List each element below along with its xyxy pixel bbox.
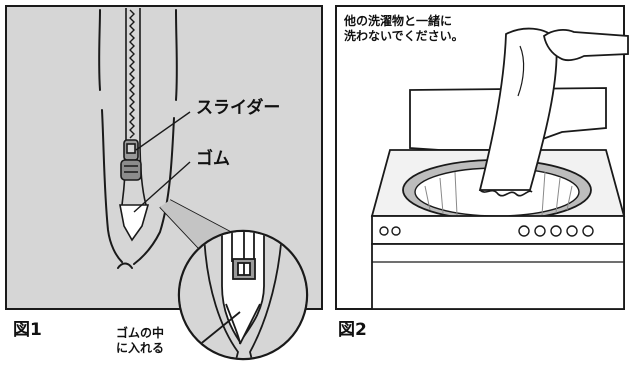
panel-2 [335,5,629,310]
slider-label: スライダー [196,98,281,118]
washing-warning-note: 他の洗濯物と一緒に 洗わないでください。 [344,14,464,44]
zipper-teeth [129,9,135,139]
laundry-net-bag [478,27,558,191]
rubber-tip [119,204,150,242]
washer-body [371,243,625,310]
zoom-note-line-2: に入れる [116,341,165,355]
slider-leader-line [135,111,191,151]
hand [543,29,629,62]
zipper-slider [120,139,142,181]
rubber-leader-line [133,161,191,213]
zoom-note-line-1: ゴムの中 [116,326,165,340]
figure-2-caption: 図2 [338,320,367,340]
garment-outline [98,9,178,269]
warning-line-2: 洗わないでください。 [344,29,464,43]
rubber-label: ゴム [196,149,230,169]
magnifier-detail [177,229,309,361]
panel-1 [5,5,323,361]
figure-1-caption: 図1 [13,320,42,340]
zoom-note: ゴムの中 に入れる [116,326,164,356]
control-buttons [379,225,594,237]
warning-line-1: 他の洗濯物と一緒に [344,14,453,28]
